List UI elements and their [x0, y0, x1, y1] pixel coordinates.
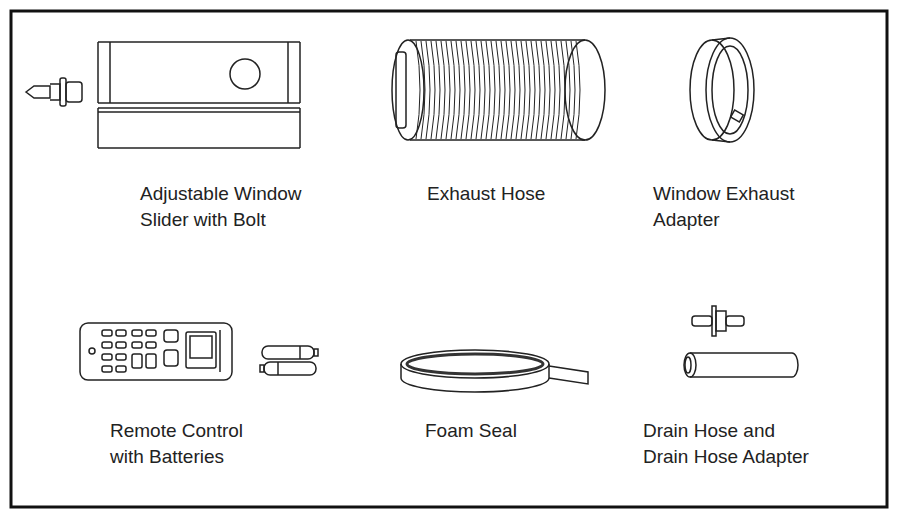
frame-border: [11, 11, 887, 507]
exhaust-hose: [392, 40, 605, 140]
seal-label: Foam Seal: [425, 418, 585, 444]
slider-label: Adjustable Window Slider with Bolt: [140, 181, 340, 233]
remote-control: [80, 323, 232, 380]
foam-seal: [401, 350, 588, 392]
drain-label: Drain Hose and Drain Hose Adapter: [643, 418, 823, 470]
adapter-label: Window Exhaust Adapter: [653, 181, 833, 233]
window-exhaust-adapter: [690, 38, 754, 142]
batteries: [260, 346, 318, 375]
drain-hose: [684, 306, 798, 377]
window-slider: [26, 42, 300, 148]
hose-label: Exhaust Hose: [427, 181, 627, 207]
remote-label: Remote Control with Batteries: [110, 418, 270, 470]
